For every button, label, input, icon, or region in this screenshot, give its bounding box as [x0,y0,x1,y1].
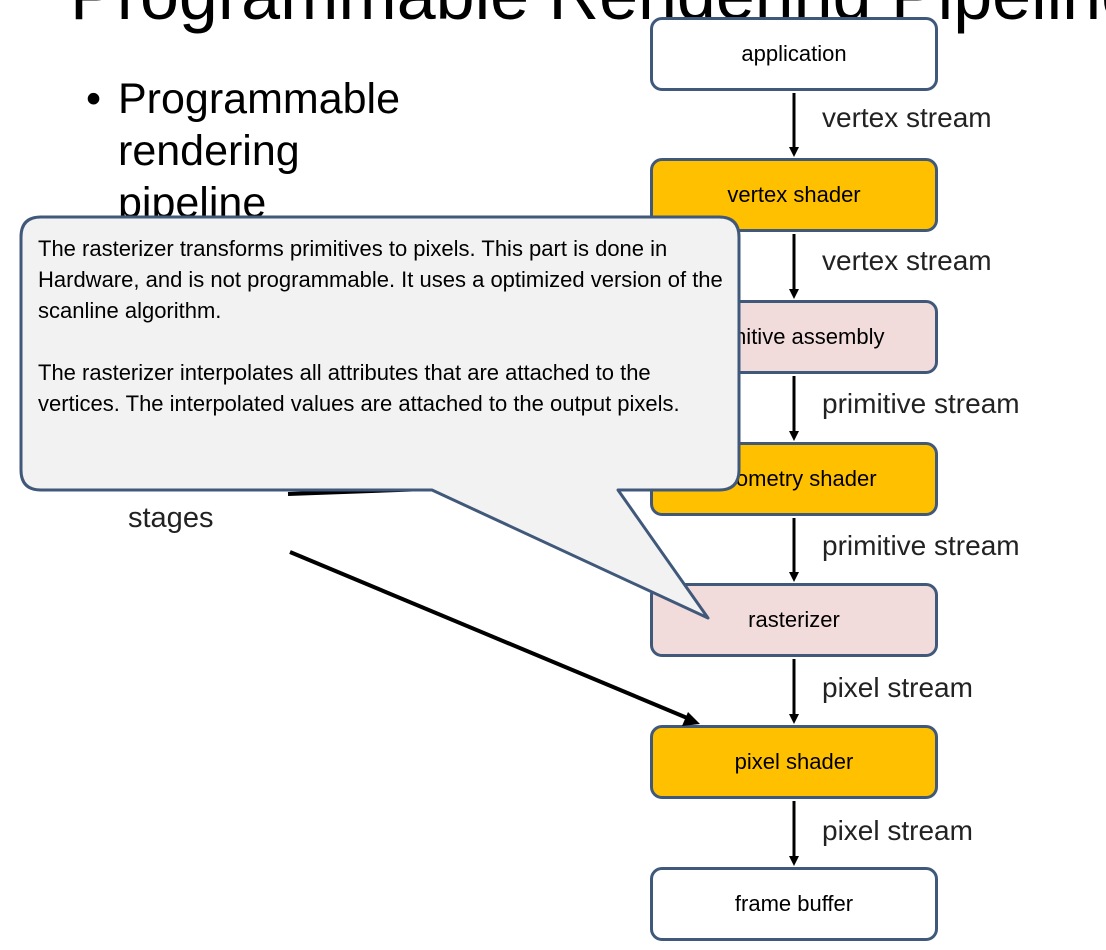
flow-label-1: vertex stream [822,102,992,133]
stage-frame-buffer: frame buffer [650,867,938,941]
callout-paragraph-2: The rasterizer interpolates all attribut… [38,360,680,416]
callout-bubble [19,215,741,620]
stage-application: application [650,17,938,91]
flow-label-2: vertex stream [822,245,992,276]
callout-text: The rasterizer transforms primitives to … [38,233,728,419]
bullet-line-2: rendering [118,127,300,175]
stage-rasterizer: rasterizer [650,583,938,657]
pointer-arrowhead [682,712,700,726]
flow-label-4: primitive stream [822,530,1020,561]
flow-label-3: primitive stream [822,388,1020,419]
bullet-line-1: Programmable [118,75,400,123]
flow-label-6: pixel stream [822,815,973,846]
stage-pixel-shader: pixel shader [650,725,938,799]
stages-text: stages [128,502,214,534]
pointer-arrow-lower [289,550,693,722]
bullet-dot-icon: • [86,75,102,123]
callout-paragraph-1: The rasterizer transforms primitives to … [38,236,723,323]
flow-label-5: pixel stream [822,672,973,703]
